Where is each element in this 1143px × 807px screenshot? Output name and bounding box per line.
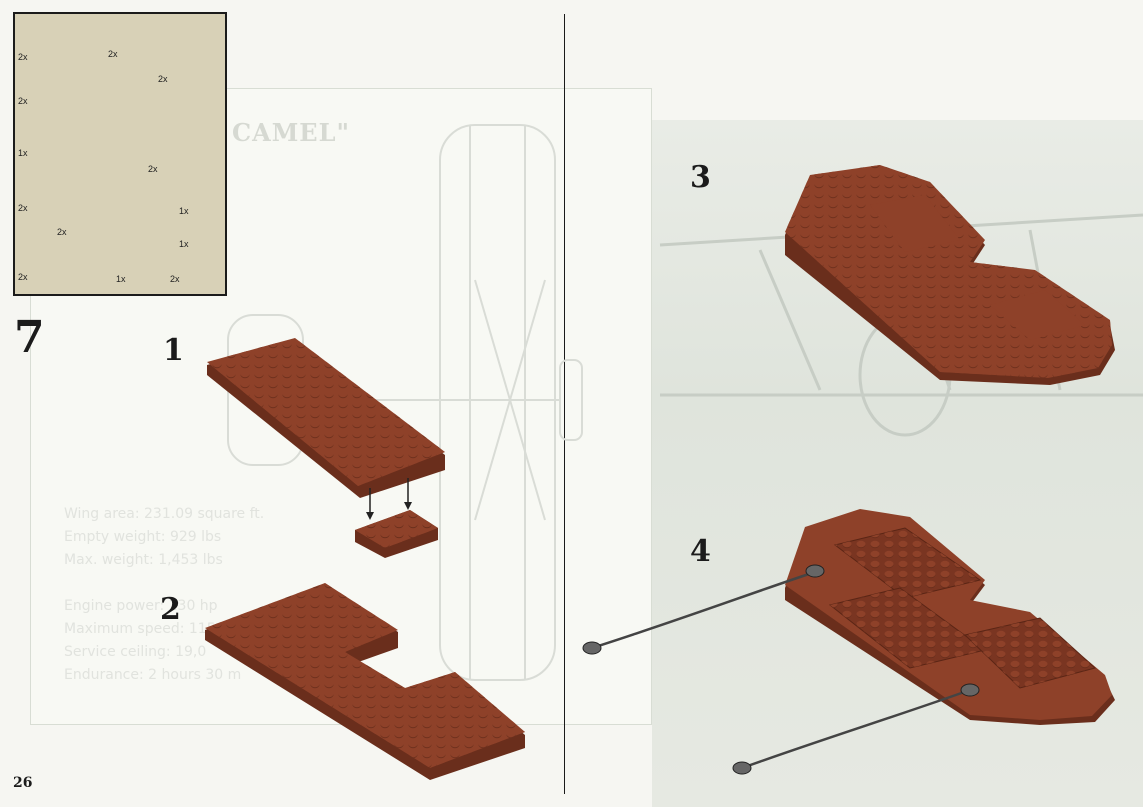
spec-line: Service ceiling: 19,0 (64, 644, 207, 660)
spec-line: Engine power: 130 hp (64, 598, 218, 614)
parts-list-panel: 2x 2x 2x 2x 1x 2x 2x 1x 2x 1x 2x 1x 2x (13, 12, 227, 296)
specs-text: Wing area: 231.09 square ft. Empty weigh… (64, 503, 264, 687)
substep-number-1: 1 (163, 333, 184, 368)
step1-assembly (207, 338, 445, 558)
quantity-label: 2x (18, 96, 28, 106)
quantity-label: 2x (18, 272, 28, 282)
spec-line: Wing area: 231.09 square ft. (64, 506, 265, 522)
quantity-label: 1x (179, 239, 189, 249)
step2-assembly (205, 583, 525, 780)
spec-line: Empty weight: 929 lbs (64, 529, 222, 545)
blueprint-title: CAMEL" (232, 118, 350, 147)
step3-assembly (785, 165, 1115, 385)
spec-line: Endurance: 2 hours 30 m (64, 667, 242, 683)
page-number: 26 (13, 775, 33, 791)
substep-number-4: 4 (690, 534, 711, 569)
spec-line: Max. weight: 1,453 lbs (64, 552, 223, 568)
quantity-label: 1x (179, 206, 189, 216)
quantity-label: 1x (116, 274, 126, 284)
quantity-label: 2x (18, 203, 28, 213)
quantity-label: 1x (18, 148, 28, 158)
main-step-number: 7 (14, 312, 45, 363)
spec-line: Maximum speed: 115 (64, 621, 216, 637)
quantity-label: 2x (57, 227, 67, 237)
quantity-label: 2x (108, 49, 118, 59)
quantity-label: 2x (18, 52, 28, 62)
substep-number-2: 2 (160, 592, 181, 627)
quantity-label: 2x (158, 74, 168, 84)
page-divider (564, 14, 565, 794)
quantity-label: 2x (148, 164, 158, 174)
quantity-label: 2x (170, 274, 180, 284)
substep-number-3: 3 (690, 160, 711, 195)
step4-assembly (582, 509, 1115, 775)
